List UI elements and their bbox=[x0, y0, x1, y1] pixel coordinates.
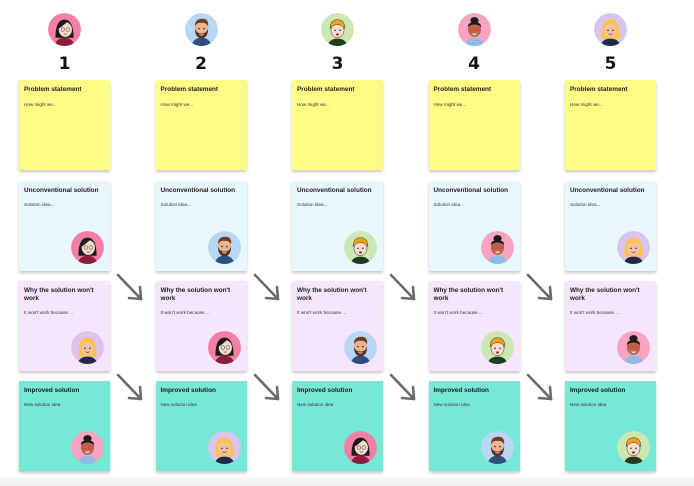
sticky-note-body[interactable]: It won't work because ... bbox=[160, 309, 210, 315]
sticky-note-title: Improved solution bbox=[570, 386, 626, 394]
avatar-man-glasses-icon bbox=[480, 230, 514, 264]
sticky-note-title: Problem statement bbox=[433, 86, 492, 93]
sticky-note-title: Improved solution bbox=[297, 386, 353, 394]
column-number: 5 bbox=[604, 54, 617, 74]
sticky-note-why-not-work[interactable]: Why the solution won't work It won't work… bbox=[428, 280, 520, 371]
avatar-man-glasses-icon bbox=[71, 430, 104, 464]
sticky-note-body[interactable]: How might we... bbox=[433, 101, 467, 107]
sticky-note-title: Why the solution won't work bbox=[24, 286, 94, 303]
sticky-note-why-not-work[interactable]: Why the solution won't work It won't work… bbox=[19, 280, 110, 371]
sticky-note-title: Problem statement bbox=[570, 86, 628, 93]
column-number: 2 bbox=[195, 54, 207, 74]
column-number: 4 bbox=[468, 54, 480, 74]
avatar-boy-orange-hair-icon bbox=[480, 330, 514, 364]
avatar-woman-dark-hair-icon bbox=[71, 230, 104, 264]
sticky-note-why-not-work[interactable]: Why the solution won't work It won't work… bbox=[565, 280, 656, 371]
arrow-right-down-icon bbox=[116, 373, 146, 405]
sticky-note-body[interactable]: Solution idea... bbox=[160, 202, 191, 207]
sticky-note-title: Problem statement bbox=[24, 86, 82, 93]
avatar-man-beard-icon bbox=[207, 230, 241, 264]
sticky-note-title: Improved solution bbox=[433, 386, 489, 394]
sticky-note-why-not-work[interactable]: Why the solution won't work It won't work… bbox=[292, 280, 383, 371]
sticky-note-body[interactable]: It won't work because ... bbox=[297, 309, 347, 315]
sticky-note-why-not-work[interactable]: Why the solution won't work It won't work… bbox=[155, 280, 247, 371]
sticky-note-body[interactable]: New solution idea bbox=[297, 402, 334, 407]
sticky-note-title: Why the solution won't work bbox=[570, 286, 640, 303]
arrow-right-down-icon bbox=[253, 373, 283, 405]
sticky-note-title: Why the solution won't work bbox=[433, 286, 504, 303]
sticky-note-body[interactable]: New solution idea bbox=[24, 402, 61, 407]
arrow-right-down-icon bbox=[526, 273, 556, 305]
avatar-woman-blonde-icon bbox=[207, 430, 241, 464]
sticky-note-title: Unconventional solution bbox=[24, 186, 99, 194]
arrow-right-down-icon bbox=[253, 273, 283, 305]
sticky-note-body[interactable]: How might we... bbox=[297, 101, 330, 107]
avatar-woman-blonde-icon bbox=[617, 230, 650, 264]
avatar-woman-blonde-icon bbox=[71, 330, 104, 364]
sticky-note-body[interactable]: It won't work because ... bbox=[24, 309, 74, 315]
sticky-note-body[interactable]: Solution idea... bbox=[297, 202, 328, 207]
sticky-note-title: Why the solution won't work bbox=[160, 286, 231, 303]
avatar-man-glasses-icon bbox=[457, 13, 491, 46]
avatar-woman-dark-hair-icon bbox=[344, 430, 377, 464]
sticky-note-body[interactable]: Solution idea... bbox=[24, 202, 55, 207]
sticky-note-title: Improved solution bbox=[160, 386, 216, 394]
bottom-toolbar-strip bbox=[0, 477, 694, 486]
arrow-right-down-icon bbox=[389, 373, 419, 405]
sticky-note-body[interactable]: How might we... bbox=[570, 101, 603, 107]
avatar-man-beard-icon bbox=[184, 13, 218, 46]
sticky-note-body[interactable]: New solution idea bbox=[160, 402, 197, 407]
avatar-man-beard-icon bbox=[344, 330, 377, 364]
sticky-note-title: Unconventional solution bbox=[570, 186, 645, 194]
sticky-note-title: Problem statement bbox=[297, 86, 355, 93]
avatar-boy-orange-hair-icon bbox=[617, 430, 650, 464]
sticky-note-body[interactable]: New solution idea bbox=[570, 402, 607, 407]
sticky-note-title: Improved solution bbox=[24, 386, 80, 394]
sticky-note-body[interactable]: New solution idea bbox=[433, 402, 470, 407]
avatar-boy-orange-hair-icon bbox=[344, 230, 377, 264]
avatar-man-glasses-icon bbox=[617, 330, 650, 364]
sticky-note-title: Problem statement bbox=[160, 86, 219, 93]
sticky-note-body[interactable]: It won't work because ... bbox=[570, 309, 620, 315]
avatar-man-beard-icon bbox=[480, 430, 514, 464]
sticky-note-body[interactable]: Solution idea... bbox=[433, 202, 464, 207]
sticky-note-title: Unconventional solution bbox=[160, 186, 236, 194]
avatar-boy-orange-hair-icon bbox=[321, 13, 354, 46]
arrow-right-down-icon bbox=[116, 273, 146, 305]
avatar-woman-dark-hair-icon bbox=[207, 330, 241, 364]
column-number: 1 bbox=[58, 54, 71, 74]
sticky-note-title: Why the solution won't work bbox=[297, 286, 367, 303]
avatar-woman-dark-hair-icon bbox=[48, 13, 81, 46]
sticky-note-title: Unconventional solution bbox=[433, 186, 509, 194]
arrow-right-down-icon bbox=[526, 373, 556, 405]
sticky-note-body[interactable]: Solution idea... bbox=[570, 202, 601, 207]
column-number: 3 bbox=[331, 54, 344, 74]
arrow-right-down-icon bbox=[389, 273, 419, 305]
sticky-note-body[interactable]: How might we... bbox=[160, 101, 194, 107]
avatar-woman-blonde-icon bbox=[594, 13, 627, 46]
sticky-note-title: Unconventional solution bbox=[297, 186, 372, 194]
sticky-note-body[interactable]: It won't work because ... bbox=[433, 309, 483, 315]
sticky-note-body[interactable]: How might we... bbox=[24, 101, 57, 107]
